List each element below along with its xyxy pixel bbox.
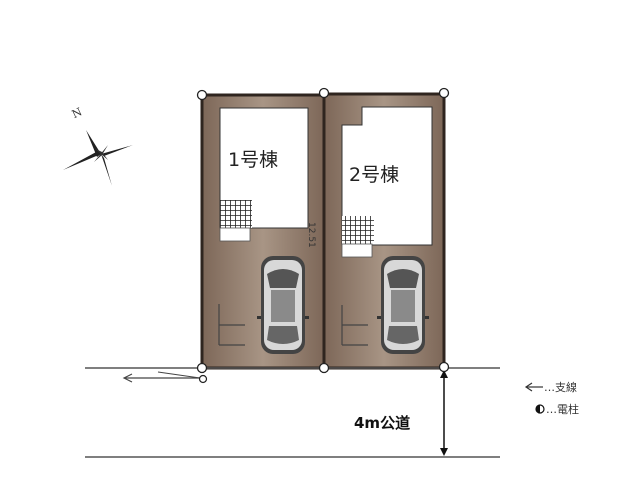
legend: …支線 …電柱 — [524, 380, 579, 416]
guy-wire-icon — [122, 371, 201, 383]
entrance-1 — [220, 200, 252, 228]
north-label: N — [70, 105, 85, 121]
legend-guy-wire-label: …支線 — [544, 380, 577, 394]
utility-pole-icon — [198, 374, 208, 384]
lot-2-label: 2号棟 — [349, 164, 399, 186]
lot-1-label: 1号棟 — [228, 149, 278, 171]
compass-rose-icon: N — [63, 105, 133, 186]
car-2-icon — [377, 256, 429, 354]
road-width-arrow — [440, 370, 448, 456]
legend-pole-label: …電柱 — [546, 402, 579, 416]
dimension-label: 12.51 — [306, 222, 316, 248]
half-circle-icon — [535, 404, 545, 414]
boundary-markers — [196, 87, 450, 374]
road-label: 4m公道 — [354, 414, 410, 432]
arrow-left-icon — [524, 382, 543, 392]
entrance-2 — [342, 216, 374, 244]
car-1-icon — [257, 256, 309, 354]
